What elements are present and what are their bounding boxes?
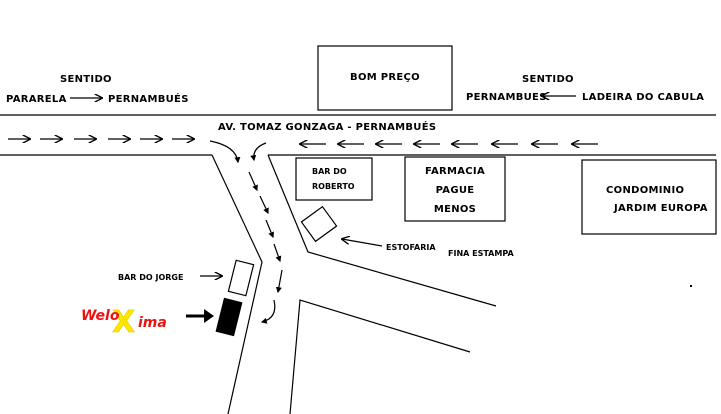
- weloxima-logo: X Welo ima: [81, 305, 167, 341]
- bar-jorge-building: [227, 259, 255, 297]
- bar-jorge-label: BAR DO JORGE: [118, 273, 183, 282]
- down-arrow-icon: [260, 299, 276, 324]
- down-arrow-icon: [273, 243, 282, 263]
- sentido-right-from: LADEIRA DO CABULA: [582, 92, 704, 103]
- sentido-right-to: PERNAMBUES: [466, 92, 547, 103]
- down-arrow-icon: [259, 195, 269, 215]
- down-arrow-icon: [248, 171, 258, 192]
- logo-part-1: Welo: [81, 308, 120, 324]
- farmacia-building: [404, 156, 506, 222]
- bar-roberto-label-1: BAR DO: [312, 167, 347, 176]
- logo-part-2: ima: [138, 315, 167, 331]
- side-street-right-edge-upper: [267, 154, 497, 307]
- bom-preco-label: BOM PREÇO: [350, 72, 420, 83]
- logo-x-letter: X: [112, 305, 135, 340]
- weloxima-building: [215, 297, 243, 337]
- farmacia-label-3: MENOS: [434, 204, 476, 215]
- side-street-left-edge: [211, 154, 263, 414]
- bar-roberto-label-2: ROBERTO: [312, 182, 355, 191]
- map-dot: [690, 285, 692, 287]
- side-street-arrows: [248, 171, 283, 324]
- condominio-building: [581, 159, 717, 235]
- bom-preco-building: [317, 45, 453, 111]
- estofaria-label-1: ESTOFARIA: [386, 243, 436, 252]
- farmacia-label-1: FARMACIA: [425, 166, 485, 177]
- down-arrow-icon: [275, 269, 283, 294]
- estofaria-building: [300, 205, 338, 243]
- turn-arrow-icon: [250, 142, 267, 162]
- thick-right-arrow-icon: [204, 309, 214, 323]
- down-arrow-icon: [265, 219, 274, 239]
- sentido-left-from: PARARELA: [6, 94, 67, 105]
- sentido-left-title: SENTIDO: [60, 74, 112, 85]
- farmacia-label-2: PAGUE: [436, 185, 475, 196]
- turn-arrow-icon: [209, 140, 241, 164]
- sentido-right-title: SENTIDO: [522, 74, 574, 85]
- sentido-left-to: PERNAMBUÉS: [108, 92, 189, 105]
- avenue-name-label: AV. TOMAZ GONZAGA - PERNAMBUÉS: [218, 120, 436, 133]
- bar-roberto-building: [295, 157, 373, 201]
- condominio-label-1: CONDOMINIO: [606, 185, 684, 196]
- left-arrow-icon: [342, 239, 383, 247]
- side-street-right-edge-lower: [289, 299, 471, 414]
- condominio-label-2: JARDIM EUROPA: [613, 203, 708, 214]
- estofaria-label-2: FINA ESTAMPA: [448, 249, 514, 258]
